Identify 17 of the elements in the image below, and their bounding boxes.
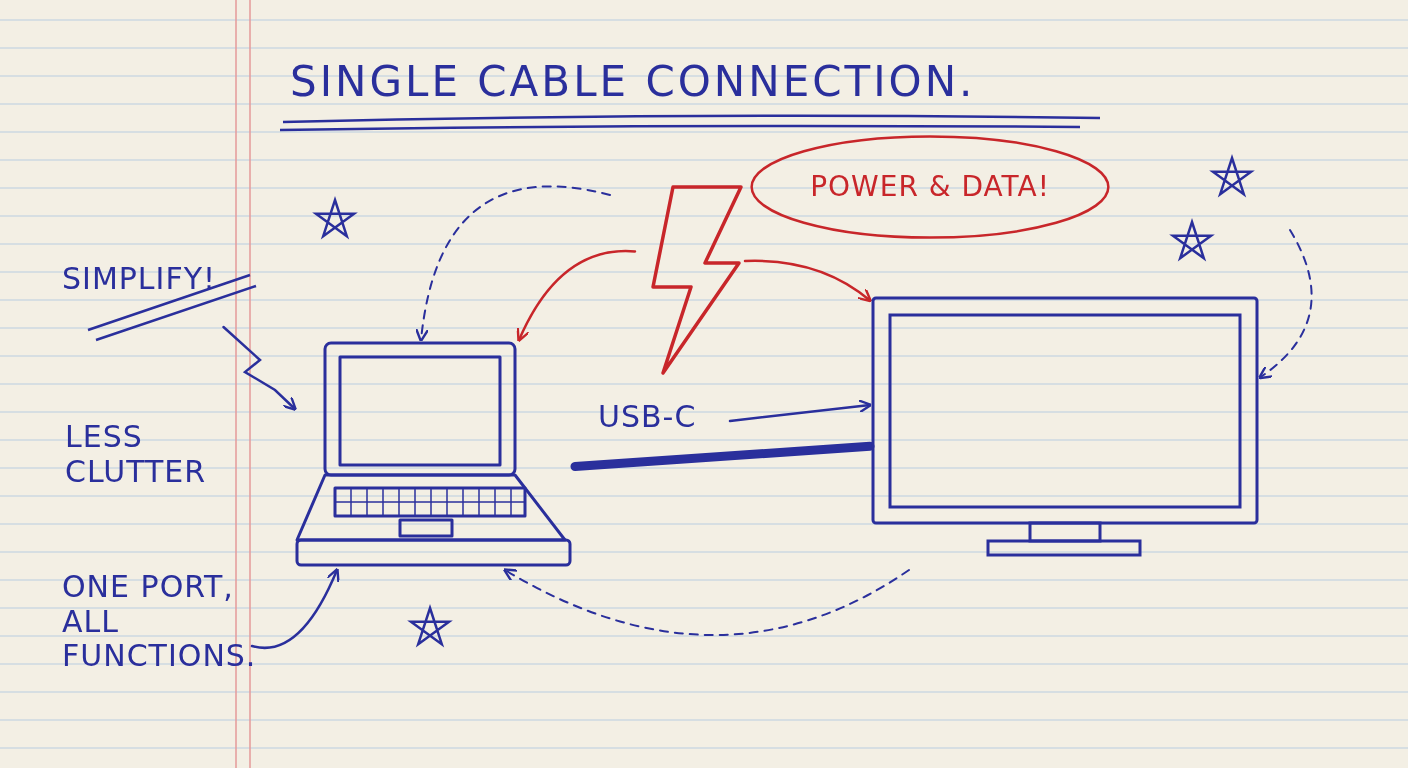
cable — [570, 441, 875, 471]
arrow — [743, 259, 873, 303]
arrow — [222, 325, 298, 412]
note-text: ONE PORT, ALL FUNCTIONS. — [62, 570, 252, 674]
arrow — [728, 399, 873, 423]
arrow — [516, 249, 637, 343]
dashed-arrow — [415, 185, 611, 343]
laptop-drawing — [295, 340, 575, 570]
ellipse-callout — [748, 132, 1112, 242]
title: SINGLE CABLE CONNECTION. — [290, 58, 976, 107]
note-text: USB-C — [598, 400, 730, 435]
dashed-arrow — [502, 568, 910, 636]
note-text: SIMPLIFY! — [62, 262, 252, 297]
callout-text: POWER & DATA! — [810, 170, 1050, 204]
note-text: LESS CLUTTER — [65, 420, 208, 489]
dashed-arrow — [1257, 229, 1313, 380]
arrow — [250, 567, 340, 650]
